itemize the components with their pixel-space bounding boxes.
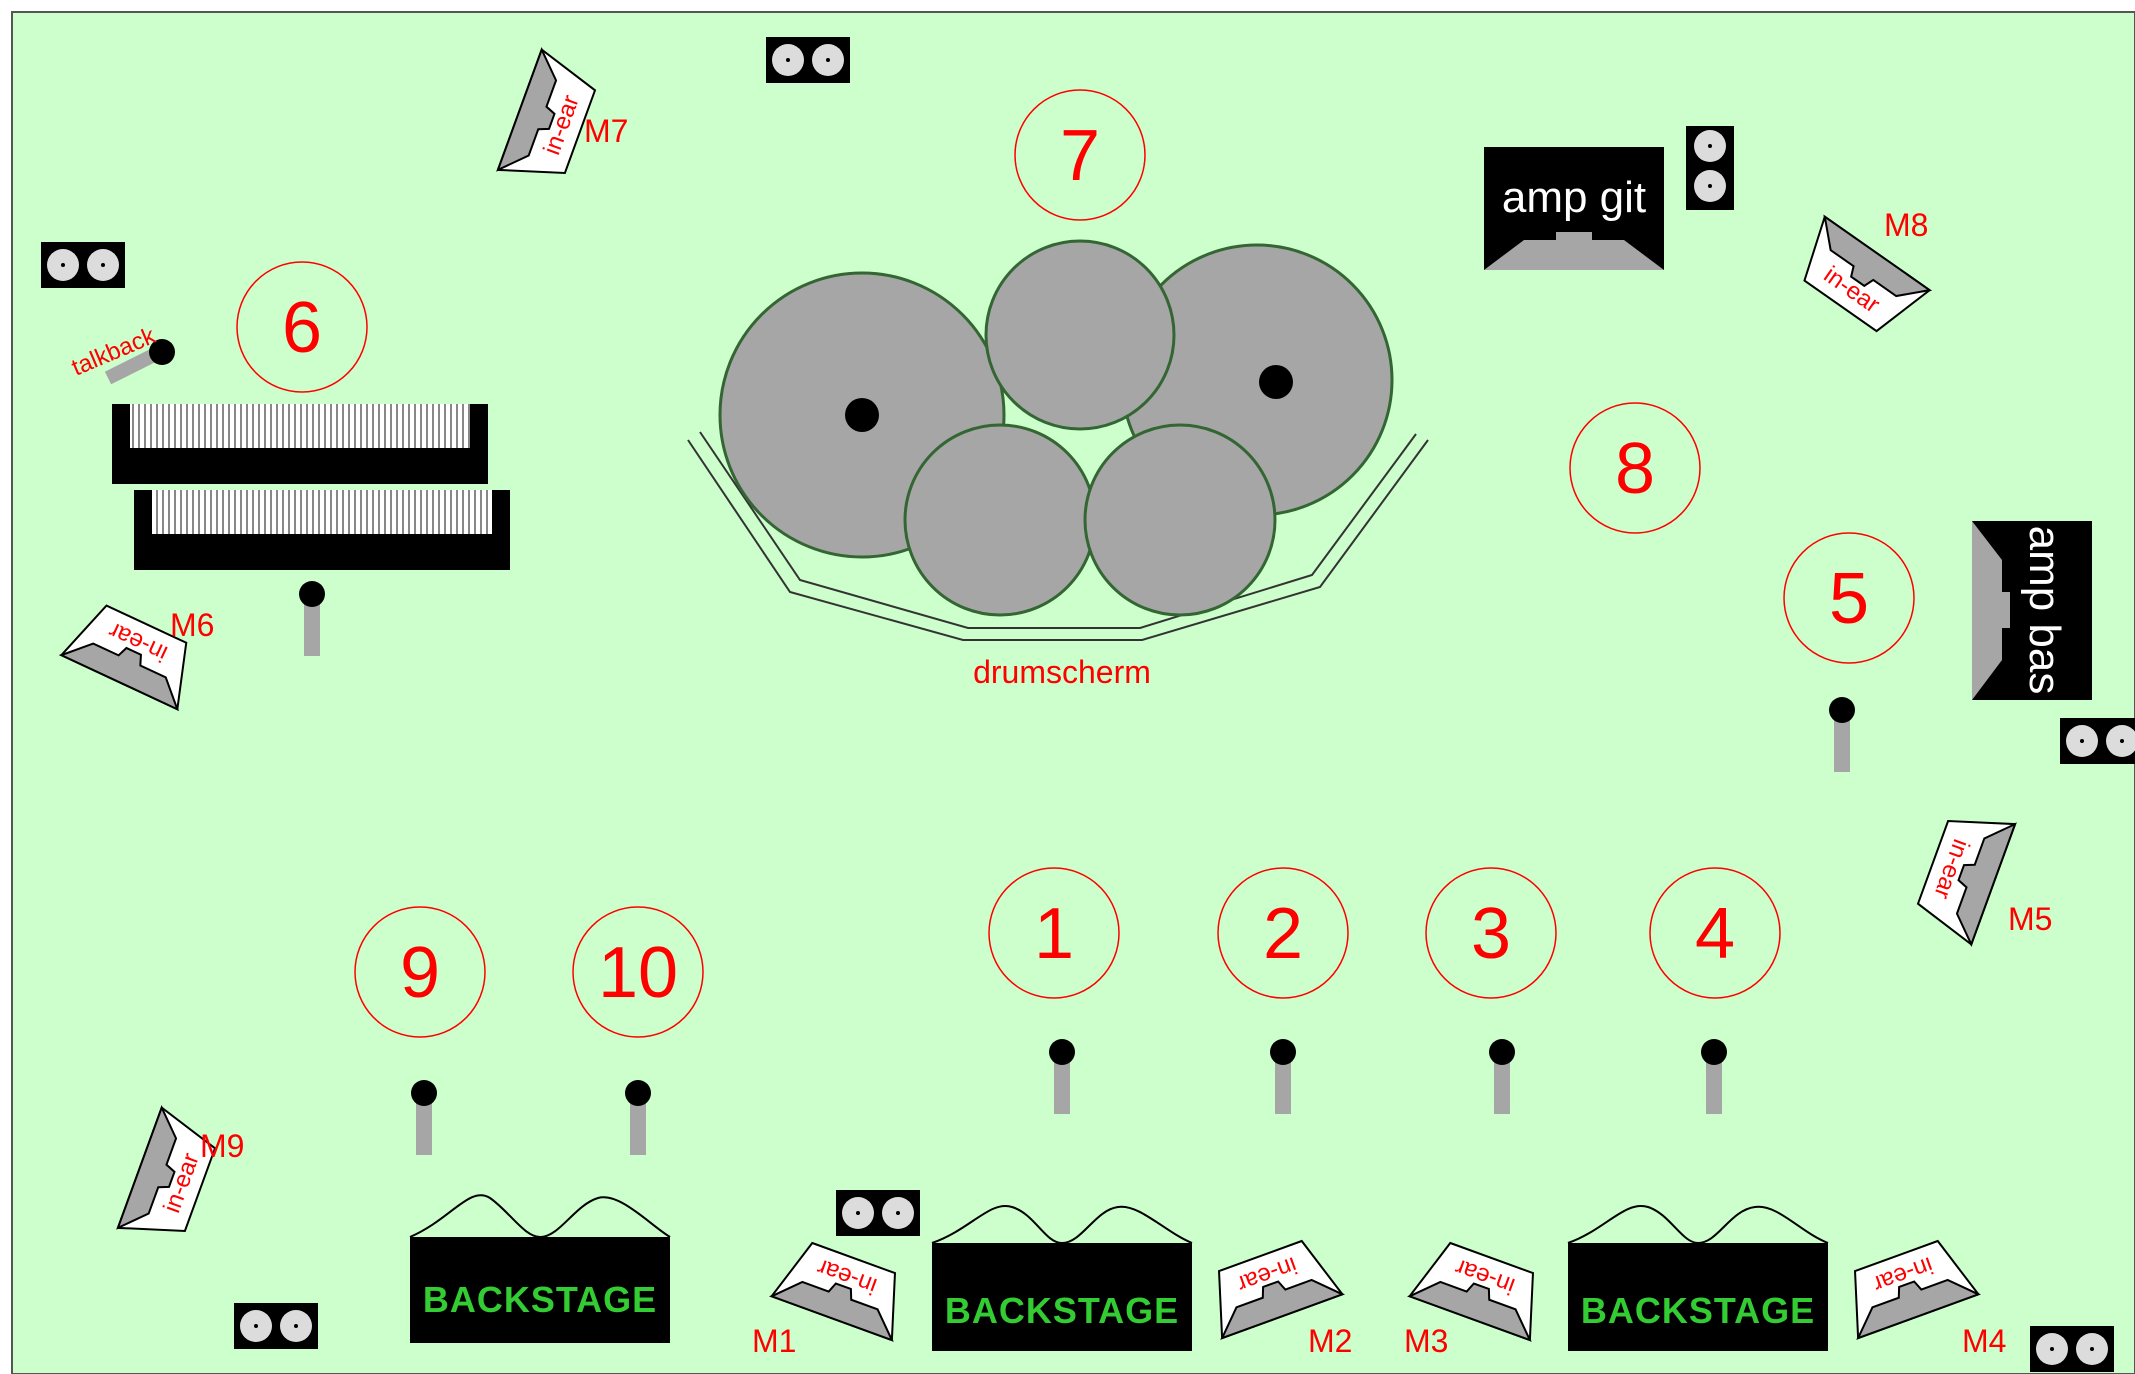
svg-text:9: 9: [400, 933, 440, 1013]
svg-text:2: 2: [1263, 894, 1303, 974]
position-markers: 7 6 8 5 1 2 3 4 9 10: [236, 89, 1915, 1038]
tom-bottom-right: [1083, 423, 1277, 617]
position-marker-3: 3: [1425, 867, 1557, 999]
position-marker-9: 9: [354, 906, 486, 1038]
monitor-label-m6: M6: [170, 607, 214, 643]
double-socket-icon: [2060, 718, 2135, 764]
svg-text:10: 10: [598, 933, 678, 1013]
double-socket-icon: [41, 242, 125, 288]
monitor-label-m7: M7: [584, 113, 628, 149]
wedge-logo: BACKSTAGE: [945, 1290, 1179, 1331]
monitor-label-m5: M5: [2008, 901, 2052, 937]
in-ear-monitor-m2: in-ear M2: [1199, 1233, 1352, 1359]
svg-text:6: 6: [282, 288, 322, 368]
monitor-label-m1: M1: [752, 1323, 796, 1359]
monitor-label-m9: M9: [200, 1128, 244, 1164]
svg-text:1: 1: [1034, 894, 1074, 974]
position-marker-8: 8: [1569, 402, 1701, 534]
keyboards: talkback: [68, 322, 510, 656]
keyboard-lower: [134, 490, 510, 570]
position-marker-7: 7: [1014, 89, 1146, 221]
bass-amp: amp bas: [1972, 521, 2092, 700]
in-ear-monitor-m9: in-ear M9: [116, 1106, 244, 1251]
double-socket-icon: [234, 1303, 318, 1349]
keyboard-upper: [112, 404, 488, 484]
svg-text:8: 8: [1615, 429, 1655, 509]
guitar-amp-label: amp git: [1502, 173, 1646, 222]
svg-text:7: 7: [1060, 116, 1100, 196]
svg-text:5: 5: [1829, 559, 1869, 639]
double-socket-icon: [836, 1190, 920, 1236]
in-ear-monitor-m5: in-ear M5: [1910, 801, 2052, 946]
bass-amp-label: amp bas: [2020, 526, 2069, 695]
position-marker-4: 4: [1649, 867, 1781, 999]
monitor-label-m4: M4: [1962, 1323, 2006, 1359]
in-ear-monitor-m7: in-ear M7: [496, 48, 628, 193]
position-marker-1: 1: [988, 867, 1120, 999]
svg-text:3: 3: [1471, 894, 1511, 974]
wedge-left: BACKSTAGE: [409, 1194, 671, 1343]
wedge-right: BACKSTAGE: [1567, 1204, 1829, 1351]
stage-floor: [11, 11, 2135, 1374]
wedge-logo: BACKSTAGE: [1581, 1290, 1815, 1331]
svg-text:4: 4: [1695, 894, 1735, 974]
position-marker-2: 2: [1217, 867, 1349, 999]
guitar-amp: amp git: [1484, 147, 1664, 270]
power-outlets: [41, 37, 2135, 1372]
tom-top: [984, 239, 1176, 431]
monitor-label-m2: M2: [1308, 1323, 1352, 1359]
wedge-monitors: BACKSTAGE BACKSTAGE BACKSTAGE: [409, 1194, 1829, 1351]
drum-screen: [687, 439, 1429, 641]
position-marker-10: 10: [572, 906, 704, 1038]
drum-screen-label: drumscherm: [973, 654, 1151, 690]
position-marker-6: 6: [236, 261, 368, 393]
double-socket-icon: [766, 37, 850, 83]
wedge-center: BACKSTAGE: [931, 1204, 1193, 1351]
drum-kit: drumscherm: [687, 239, 1429, 690]
double-socket-icon: [2030, 1326, 2114, 1372]
position-marker-5: 5: [1783, 532, 1915, 664]
monitor-label-m3: M3: [1404, 1323, 1448, 1359]
tom-bottom-left: [903, 423, 1097, 617]
wedge-logo: BACKSTAGE: [423, 1279, 657, 1320]
monitor-label-m8: M8: [1884, 207, 1928, 243]
double-socket-icon: [1686, 126, 1734, 210]
